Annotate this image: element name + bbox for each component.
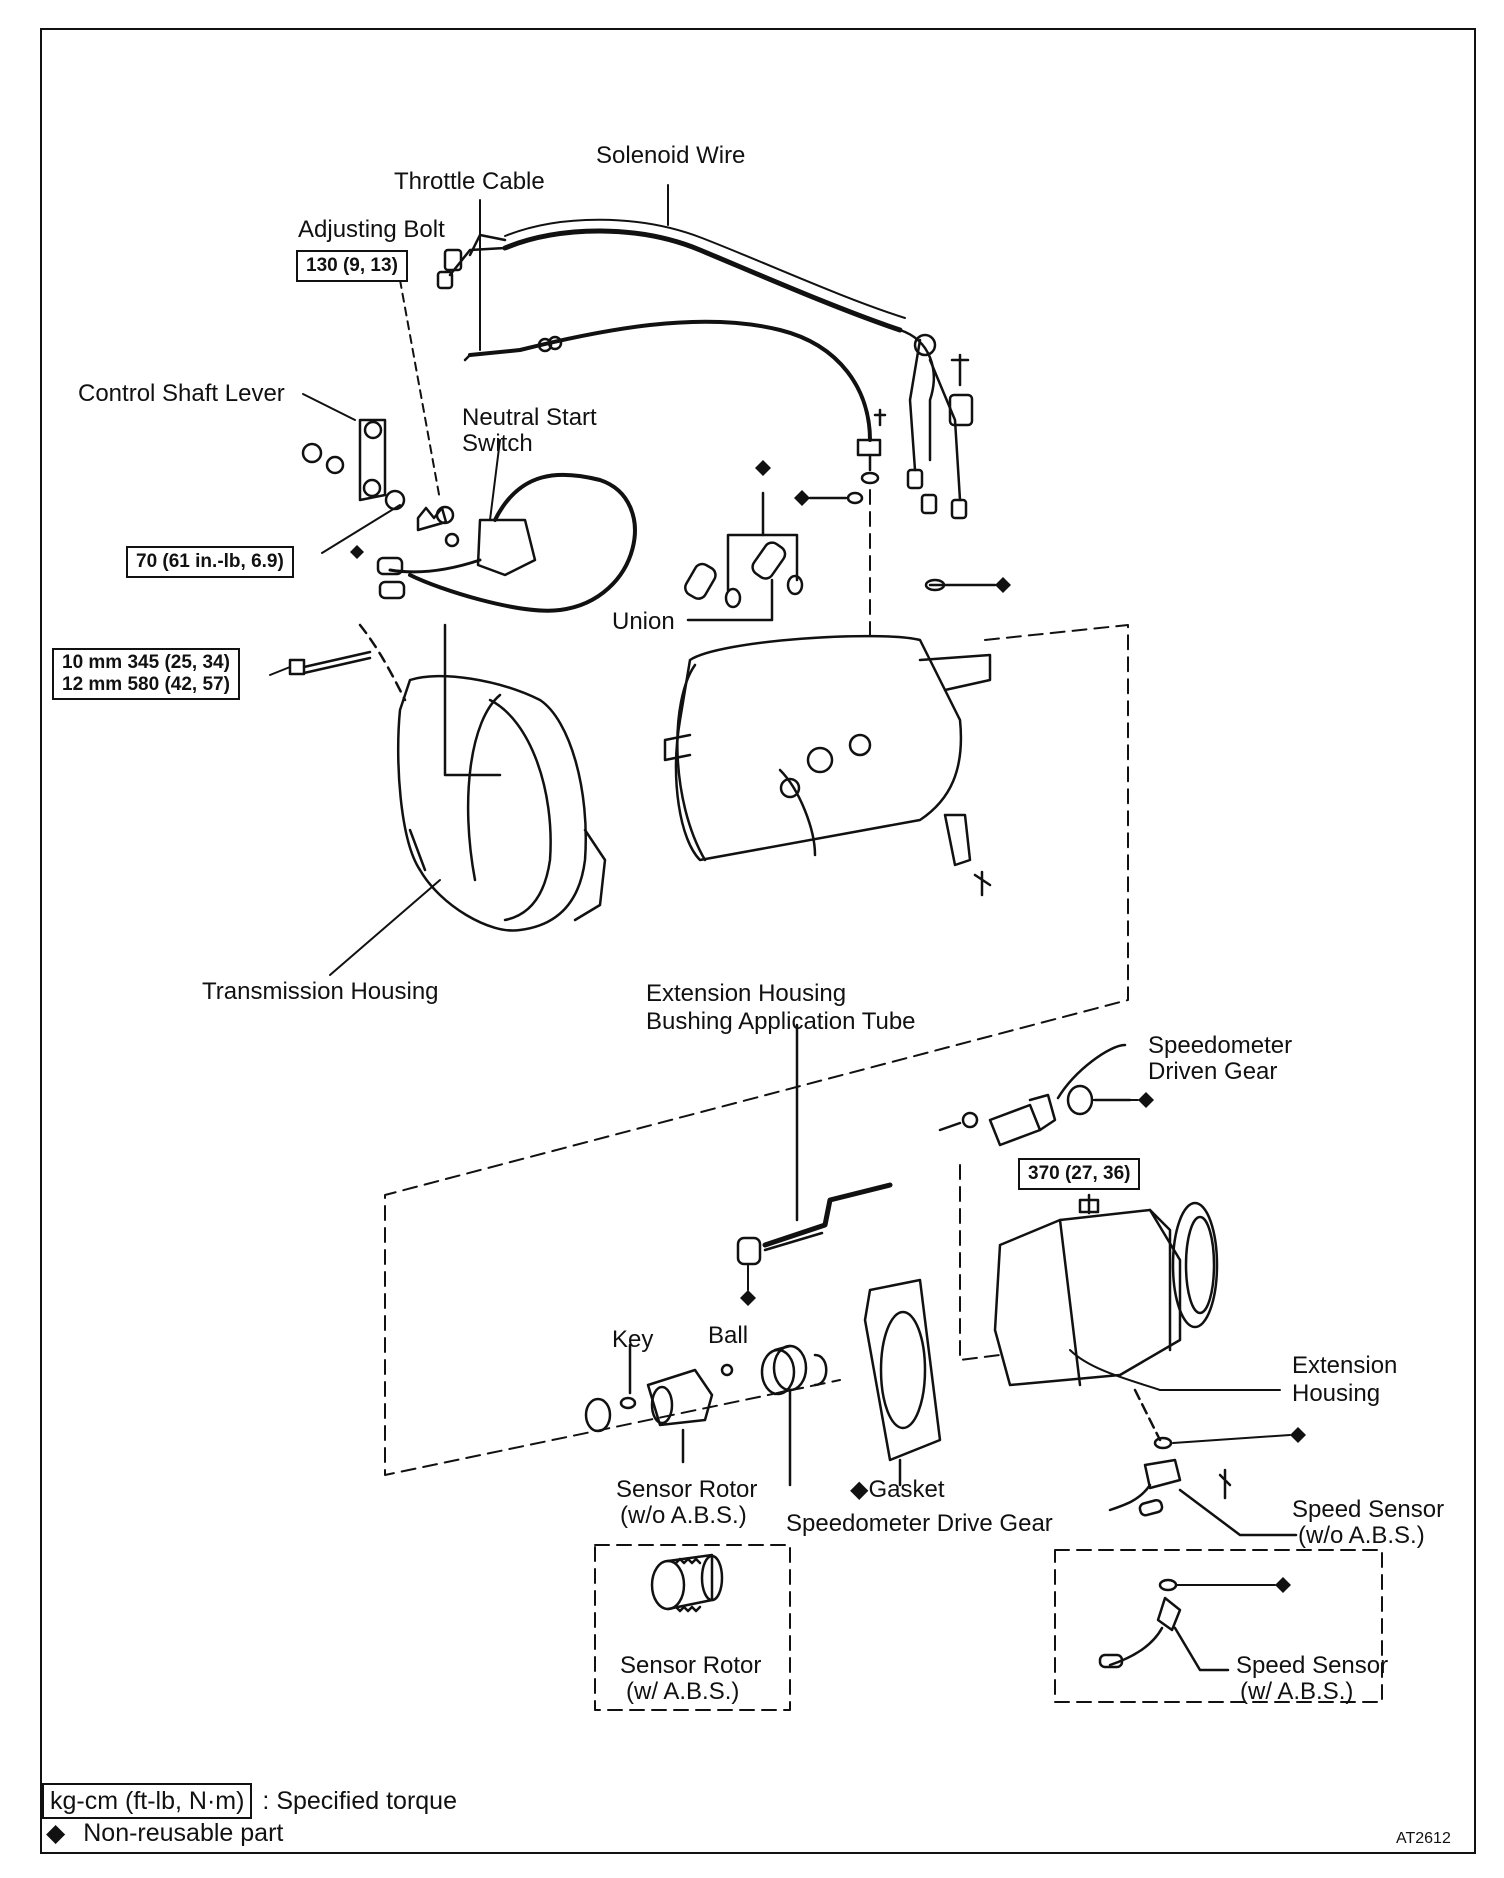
speed-sensor bbox=[1108, 1388, 1298, 1537]
label-key: Key bbox=[612, 1326, 654, 1353]
nonreusable-icon: ◆ bbox=[850, 1476, 869, 1503]
throttle-cable bbox=[463, 319, 887, 485]
speedometer-driven-gear bbox=[938, 1043, 1132, 1147]
leader-lines bbox=[269, 184, 1281, 1391]
label-ext-bushing-tube-1: Extension Housing bbox=[646, 980, 847, 1007]
torque-control-shaft-nut: 70 (61 in.-lb, 6.9) bbox=[126, 546, 294, 578]
speed-sensor-abs bbox=[1098, 1578, 1230, 1672]
figure-frame bbox=[40, 28, 1476, 1854]
label-sensor-rotor-w-2: (w/ A.B.S.) bbox=[626, 1678, 740, 1705]
label-transmission-housing: Transmission Housing bbox=[202, 978, 439, 1005]
label-adjusting-bolt: Adjusting Bolt bbox=[298, 216, 445, 243]
label-sensor-rotor-wo-2: (w/o A.B.S.) bbox=[620, 1502, 747, 1529]
bushing-application-tube bbox=[736, 1023, 893, 1266]
legend-torque: kg-cm (ft-lb, N·m) : Specified torque bbox=[42, 1783, 457, 1819]
torque-housing-bolts: 10 mm 345 (25, 34) 12 mm 580 (42, 57) bbox=[52, 648, 240, 700]
legend-torque-unit: kg-cm (ft-lb, N·m) bbox=[42, 1783, 253, 1819]
label-gasket: ◆Gasket bbox=[850, 1476, 945, 1504]
neutral-start-switch bbox=[376, 472, 637, 613]
label-extension-housing-1: Extension bbox=[1292, 1352, 1398, 1379]
label-neutral-start-switch-2: Switch bbox=[462, 430, 533, 457]
legend-nonreusable-desc: Non-reusable part bbox=[83, 1819, 284, 1847]
transmission-housing bbox=[358, 623, 607, 932]
label-ball: Ball bbox=[708, 1322, 749, 1349]
label-throttle-cable: Throttle Cable bbox=[394, 168, 545, 195]
sensor-rotor-abs bbox=[650, 1553, 724, 1613]
housing-bolt bbox=[288, 650, 372, 676]
label-speedo-driven-gear-2: Driven Gear bbox=[1148, 1058, 1278, 1085]
solenoid-wire-harness bbox=[436, 218, 974, 520]
label-ext-bushing-tube-2: Bushing Application Tube bbox=[646, 1008, 916, 1035]
label-speedo-drive-gear: Speedometer Drive Gear bbox=[786, 1510, 1053, 1537]
nonreusable-markers bbox=[350, 460, 1306, 1593]
label-solenoid-wire: Solenoid Wire bbox=[596, 142, 746, 169]
torque-extension-bolt: 370 (27, 36) bbox=[1018, 1158, 1141, 1190]
label-neutral-start-switch-1: Neutral Start bbox=[462, 404, 597, 431]
label-speed-sensor-w-1: Speed Sensor bbox=[1236, 1652, 1389, 1679]
label-union: Union bbox=[612, 608, 675, 635]
control-shaft-lever bbox=[301, 418, 448, 532]
torque-housing-bolt-10: 10 mm 345 (25, 34) bbox=[62, 652, 230, 673]
torque-housing-bolt-12: 12 mm 580 (42, 57) bbox=[62, 674, 230, 695]
legend-torque-desc: : Specified torque bbox=[262, 1787, 457, 1815]
extension-housing bbox=[993, 1173, 1219, 1387]
label-sensor-rotor-w-1: Sensor Rotor bbox=[620, 1652, 762, 1679]
label-speedo-driven-gear-1: Speedometer bbox=[1148, 1032, 1293, 1059]
phantom-outlines bbox=[384, 489, 1383, 1711]
label-control-shaft-lever: Control Shaft Lever bbox=[78, 380, 285, 407]
diamond-leaders bbox=[747, 1099, 1291, 1586]
label-extension-housing-2: Housing bbox=[1292, 1380, 1381, 1407]
torque-adjusting-bolt: 130 (9, 13) bbox=[296, 250, 408, 282]
label-speed-sensor-w-2: (w/ A.B.S.) bbox=[1240, 1678, 1354, 1705]
label-speed-sensor-wo-2: (w/o A.B.S.) bbox=[1298, 1522, 1425, 1549]
gasket bbox=[863, 1278, 942, 1487]
label-gasket-text: Gasket bbox=[868, 1476, 945, 1503]
figure-code: AT2612 bbox=[1396, 1830, 1451, 1847]
transmission-case bbox=[663, 634, 992, 897]
legend-nonreusable: ◆ Non-reusable part bbox=[42, 1818, 283, 1848]
label-speed-sensor-wo-1: Speed Sensor bbox=[1292, 1496, 1445, 1523]
rotor-and-gear-stack bbox=[584, 1343, 828, 1487]
union-fittings bbox=[684, 491, 997, 622]
label-sensor-rotor-wo-1: Sensor Rotor bbox=[616, 1476, 758, 1503]
legend-diamond-icon: ◆ bbox=[46, 1819, 66, 1847]
